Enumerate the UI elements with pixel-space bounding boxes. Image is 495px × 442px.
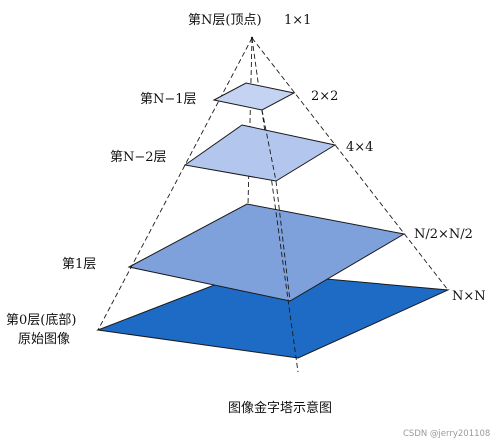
- layer-n-minus-1-plane: [212, 82, 296, 111]
- layer-0-plane: [96, 271, 450, 359]
- layer-n-label: 第N层(顶点): [188, 13, 262, 28]
- layer-n-minus-2-size-label: 4×4: [346, 140, 373, 155]
- layer-n-minus-1-size-label: 2×2: [311, 89, 338, 104]
- watermark-text: CSDN @jerry201108: [403, 429, 490, 439]
- diagram-caption: 图像金字塔示意图: [228, 400, 332, 416]
- pyramid-edge-left: [97, 37, 253, 331]
- pyramid-edge-front-overlay-2: [275, 180, 291, 302]
- layer-n-minus-2-plane: [183, 124, 337, 182]
- pyramid-edge-right: [251, 37, 449, 291]
- layer-1-label: 第1层: [62, 257, 96, 272]
- pyramid-edge-front-overlay: [261, 109, 277, 182]
- layer-0-label-line1: 第0层(底部): [6, 312, 76, 328]
- layer-1-size-label: N/2×N/2: [414, 227, 473, 242]
- layer-n-minus-1-label: 第N−1层: [140, 92, 197, 107]
- layer-n-size-label: 1×1: [284, 13, 311, 28]
- layer-0-label-line2: 原始图像: [18, 332, 70, 347]
- layer-0-size-label: N×N: [452, 289, 486, 304]
- apex-point: [250, 36, 254, 40]
- pyramid-edge-back: [247, 37, 253, 206]
- layer-n-minus-2-label: 第N−2层: [110, 150, 167, 165]
